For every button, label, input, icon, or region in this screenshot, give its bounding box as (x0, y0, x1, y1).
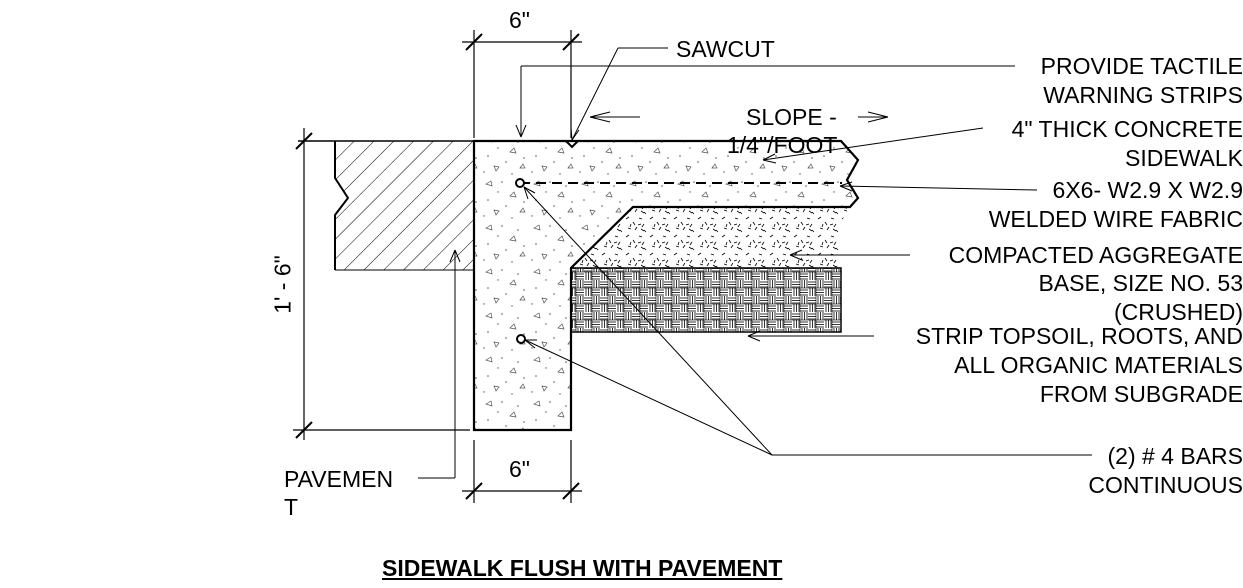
callout-wwf-line1: 6X6- W2.9 X W2.9 (1052, 177, 1243, 203)
callout-aggregate-line3: (CRUSHED) (1113, 299, 1243, 325)
top-width-dimension: 6" (509, 7, 530, 33)
slope-label-line1: SLOPE - (746, 104, 837, 130)
pavement-label-line1: PAVEMEN (284, 466, 394, 492)
bottom-width-dimension: 6" (509, 456, 530, 482)
pavement-label-line2: T (284, 494, 299, 520)
height-dimension-line (293, 128, 470, 440)
callout-subgrade-line2: ALL ORGANIC MATERIALS (954, 352, 1243, 378)
rebar-lower (516, 334, 526, 344)
callout-aggregate-line1: COMPACTED AGGREGATE (948, 242, 1243, 268)
drawing-title: SIDEWALK FLUSH WITH PAVEMENT (382, 555, 783, 581)
subgrade (570, 267, 842, 333)
top-dimension-line (462, 30, 582, 138)
callout-concrete-line2: SIDEWALK (1124, 145, 1243, 171)
height-dimension: 1' - 6" (269, 255, 296, 314)
callout-wwf-line2: WELDED WIRE FABRIC (988, 206, 1243, 232)
callout-tactile-line2: WARNING STRIPS (1043, 82, 1243, 108)
slope-label-line2: 1/4"/FOOT (727, 132, 838, 158)
leader-lines (418, 47, 1092, 479)
callout-aggregate-line2: BASE, SIZE NO. 53 (1038, 270, 1243, 296)
callout-subgrade-line1: STRIP TOPSOIL, ROOTS, AND (915, 323, 1243, 349)
callout-subgrade-line3: FROM SUBGRADE (1039, 381, 1243, 407)
callout-concrete-line1: 4" THICK CONCRETE (1011, 116, 1243, 142)
callout-bars-line1: (2) # 4 BARS (1107, 443, 1243, 469)
callout-tactile-line1: PROVIDE TACTILE (1040, 53, 1243, 79)
bottom-dimension-line (462, 440, 582, 503)
pavement (298, 140, 474, 271)
callout-bars-line2: CONTINUOUS (1088, 472, 1243, 498)
sawcut-label: SAWCUT (676, 36, 775, 62)
concrete-sidewalk (472, 139, 860, 432)
rebar-upper (515, 178, 525, 188)
